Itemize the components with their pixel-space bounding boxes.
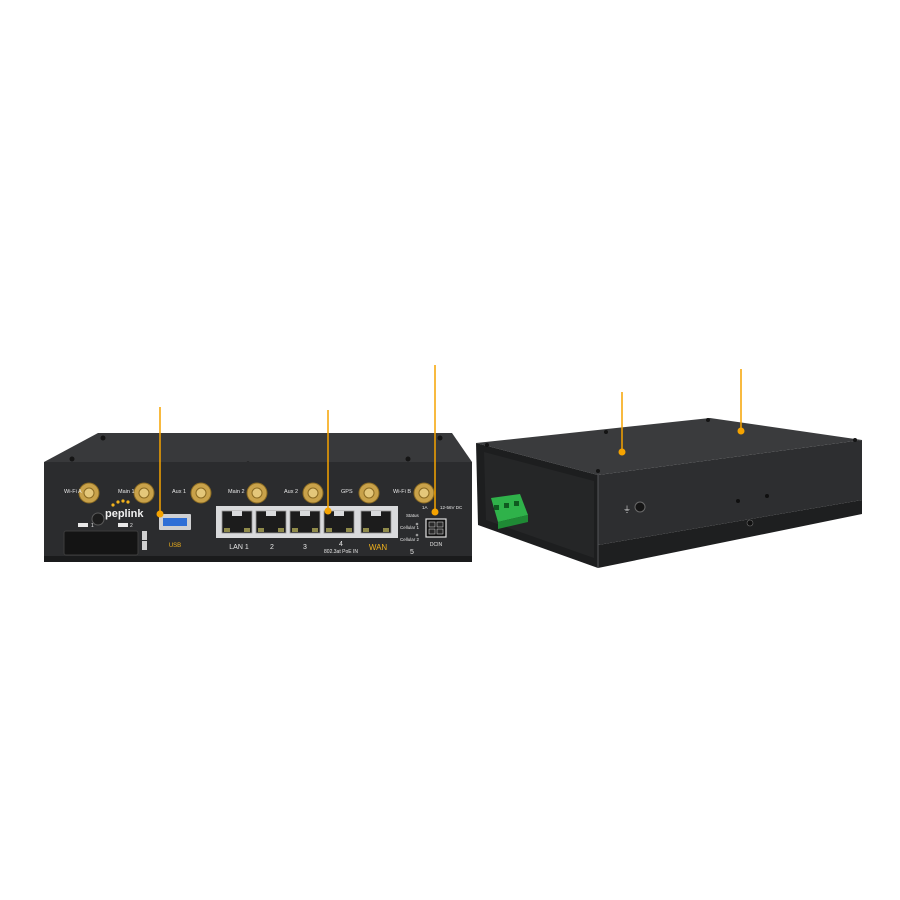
mount-hole [736,499,740,503]
dc-in-pin [428,528,436,535]
cover-screw [485,443,489,447]
ground-symbol-icon: ⏚ [623,505,631,514]
callout-dot-dc-in [431,508,439,516]
led-label-cellular1: Cellular 1 [400,525,420,530]
bottom-screw [746,519,754,527]
callout-dot-side-panel [618,448,626,456]
ground-screw [634,501,646,513]
sim-slot-2-label: 2 [130,523,133,529]
antenna-label: Main 1 [118,489,135,495]
sim-slot-2-indicator [118,523,128,527]
antenna-connector-core [418,487,430,499]
port-led [278,528,284,532]
ethernet-port-latch [232,511,242,516]
front-bottom-edge [44,556,472,562]
peplink-logo: peplink [105,499,144,520]
port-led [312,528,318,532]
callout-lines [156,365,745,518]
port-led [258,528,264,532]
antenna-label: Aux 2 [284,489,298,495]
top-screw [69,456,75,462]
side-view-left-inner [484,452,594,558]
sim-side-marker [142,541,147,550]
antenna-connector-core [251,487,263,499]
port-led [244,528,250,532]
brand-logo-text: peplink [105,508,144,520]
port-label-2: 2 [270,544,274,551]
misc-label: 5 [410,549,414,556]
antenna-connector-core [138,487,150,499]
antenna-label: Main 2 [228,489,245,495]
top-screw [437,435,443,441]
antenna-label: Aux 1 [172,489,186,495]
led-label-cellular2: Cellular 2 [400,537,420,542]
callout-dot-usb [156,510,164,518]
side-view-top-cover [476,418,862,475]
side-view-bottom-strip [598,500,862,568]
ethernet-port-latch [371,511,381,516]
ethernet-ports [221,510,392,534]
router-top-surface [44,433,472,462]
antenna-label: Wi-Fi B [393,489,411,495]
top-screw [405,456,411,462]
cover-screw [596,469,600,473]
port-led [363,528,369,532]
ethernet-port-latch [300,511,310,516]
sim-tray[interactable] [63,530,139,556]
dc-in-pin [428,521,436,528]
port-led [224,528,230,532]
dc-in-pin [436,521,444,528]
antenna-connectors: Wi-Fi A Main 1 Aux 1 Main 2 Aux 2 GPS Wi-Fi B [64,482,435,504]
ethernet-port-latch [334,511,344,516]
sim-side-marker [142,531,147,540]
led-status [415,522,419,526]
port-led [383,528,389,532]
reset-button[interactable] [91,512,105,526]
port-label-lan1: LAN 1 [229,544,249,551]
port-label-3: 3 [303,544,307,551]
antenna-connector-core [83,487,95,499]
antenna-connector-core [195,487,207,499]
poe-label: 802.3at PoE IN [324,549,358,555]
led-cellular1 [415,533,419,537]
usb-label: USB [169,543,181,549]
antenna-label: GPS [341,489,353,495]
dc-in-pin [436,528,444,535]
mount-hole [765,494,769,498]
power-label-current: 1A [422,505,428,510]
cover-screw [604,430,608,434]
cover-screw [853,438,857,442]
ethernet-port-latch [266,511,276,516]
dcin-label: DCIN [430,542,443,548]
port-label-4: 4 [339,541,343,548]
port-label-wan: WAN [369,543,388,552]
router-side-view: ⏚ [476,418,862,568]
usb-port-tongue [163,518,187,526]
port-led [292,528,298,532]
antenna-connector-core [363,487,375,499]
terminal-block[interactable] [491,494,528,529]
cover-screw [706,418,710,422]
top-screw [100,435,106,441]
led-label-status: Status [406,513,420,518]
sim-slot-1-indicator [78,523,88,527]
power-label-voltage: 12-56V DC [440,505,463,510]
port-led [326,528,332,532]
antenna-label: Wi-Fi A [64,489,82,495]
side-view-front-face [598,440,862,545]
sim-slot-1-label: 1 [91,523,94,529]
antenna-connector-core [307,487,319,499]
callout-dot-poe [324,507,332,515]
callout-dot-top-cover [737,427,745,435]
port-led [346,528,352,532]
